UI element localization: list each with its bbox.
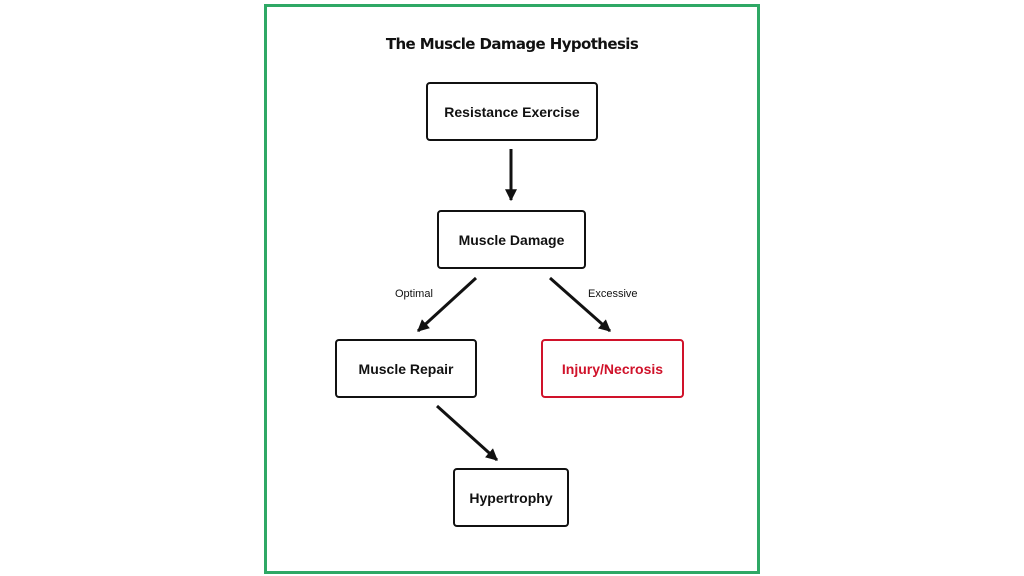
diagram-frame: The Muscle Damage Hypothesis Resistance … (264, 4, 760, 574)
diagram-title: The Muscle Damage Hypothesis (385, 35, 639, 53)
arrow-repair-to-hypertrophy (435, 404, 499, 462)
arrows-layer (416, 149, 611, 462)
edge-label-excessive: Excessive (588, 288, 638, 300)
edge-label-optimal: Optimal (395, 288, 433, 300)
node-hypertrophy: Hypertrophy (453, 468, 569, 527)
node-injury-necrosis: Injury/Necrosis (541, 339, 684, 398)
node-muscle-repair: Muscle Repair (335, 339, 477, 398)
node-muscle-damage: Muscle Damage (437, 210, 586, 269)
arrow-damage-to-injury (549, 276, 611, 333)
arrow-damage-to-repair (416, 276, 478, 333)
node-resistance-exercise: Resistance Exercise (426, 82, 598, 141)
